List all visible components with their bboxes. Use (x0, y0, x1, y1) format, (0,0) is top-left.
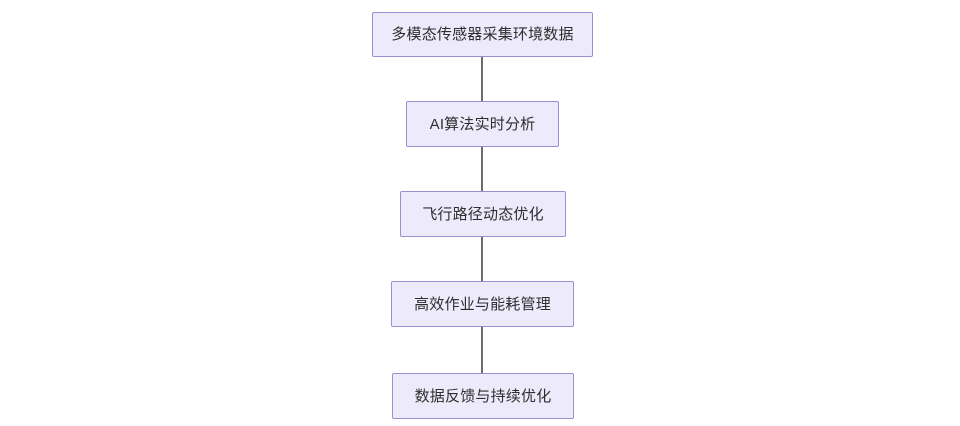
flow-node-label: 多模态传感器采集环境数据 (391, 26, 574, 43)
flow-node-sensor-collection[interactable]: 多模态传感器采集环境数据 (372, 12, 593, 57)
flow-node-ai-analysis[interactable]: AI算法实时分析 (406, 101, 559, 147)
flow-node-energy-management[interactable]: 高效作业与能耗管理 (391, 281, 574, 327)
flow-node-label: 飞行路径动态优化 (422, 205, 544, 223)
flow-node-path-optimization[interactable]: 飞行路径动态优化 (400, 191, 566, 237)
flow-node-label: AI算法实时分析 (429, 115, 536, 133)
flow-node-label: 高效作业与能耗管理 (414, 295, 551, 313)
flow-node-feedback-optimization[interactable]: 数据反馈与持续优化 (392, 373, 574, 419)
flow-node-label: 数据反馈与持续优化 (414, 387, 552, 405)
